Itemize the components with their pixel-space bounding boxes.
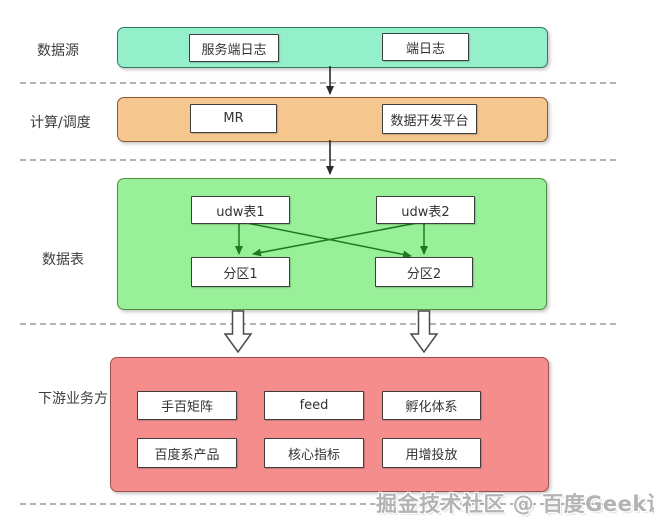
node-client-log: 端日志 [382,33,469,61]
node-core-metrics: 核心指标 [264,438,364,468]
node-mr: MR [190,104,277,133]
row-label-data-tables: 数据表 [42,252,84,268]
node-user-growth-delivery: 用增投放 [382,438,481,468]
band-data-tables [117,178,547,310]
node-feed: feed [264,391,364,420]
node-partition-2: 分区2 [375,257,473,287]
node-incubation-system: 孵化体系 [382,391,481,420]
node-partition-1: 分区1 [191,257,290,287]
node-udw-table-1: udw表1 [191,196,290,224]
watermark-text: 掘金技术社区 @ 百度Geek说 [376,492,654,516]
band-data-source [117,27,548,68]
dashed-divider-2 [20,159,616,161]
dashed-divider-4 [20,503,616,505]
dashed-divider-1 [20,82,616,84]
band-downstream-business [110,357,549,492]
block-arrow-left [223,310,253,354]
band-compute-scheduling [117,97,548,142]
node-data-dev-platform: 数据开发平台 [382,104,477,134]
node-server-log: 服务端日志 [189,34,279,62]
row-label-downstream-business: 下游业务方 [38,391,108,407]
dashed-divider-3 [20,323,616,325]
block-arrow-right [409,310,439,354]
node-baidu-products: 百度系产品 [137,438,237,468]
node-udw-table-2: udw表2 [376,196,475,224]
node-shoubai-matrix: 手百矩阵 [137,391,237,420]
row-label-compute-scheduling: 计算/调度 [30,115,91,131]
row-label-data-source: 数据源 [37,43,79,59]
